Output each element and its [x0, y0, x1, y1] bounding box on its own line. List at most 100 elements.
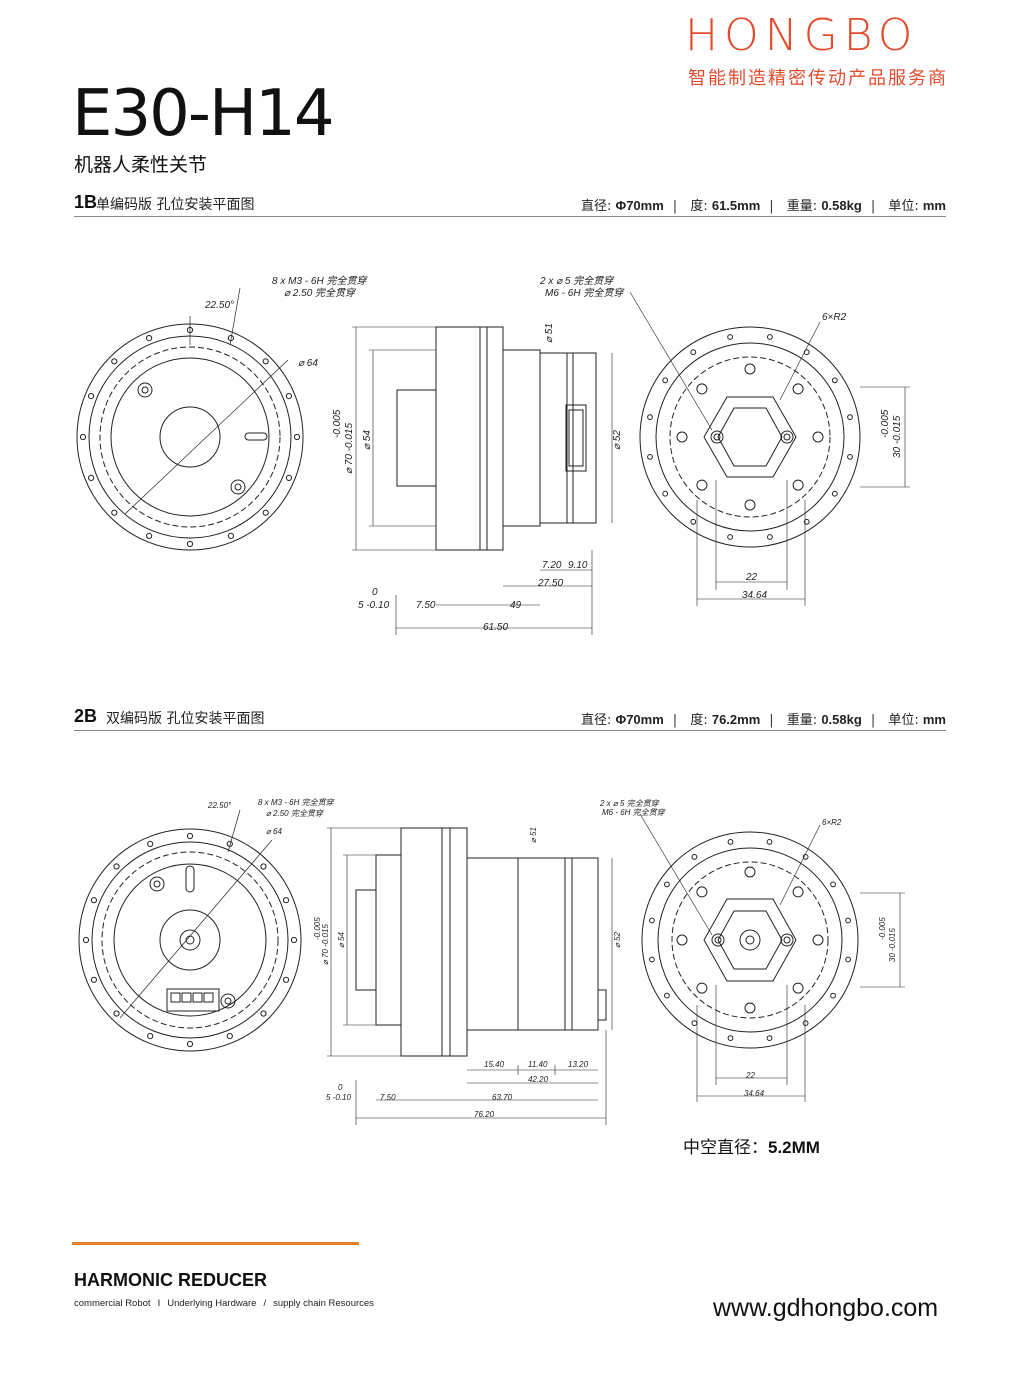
bolt-hole — [767, 334, 773, 340]
section2-drawing: 8 x M3 - 6H 完全贯穿 ⌀ 2.50 完全贯穿 22.50° ⌀ 64… — [78, 798, 905, 1125]
bolt-hole — [227, 532, 234, 539]
s2-dim-5: 5 -0.10 — [326, 1093, 351, 1102]
mount-hole — [676, 431, 688, 443]
bolt-hole — [662, 490, 669, 497]
section1-title: 单编码版 孔位安装平面图 — [96, 197, 255, 213]
bolt-hole — [803, 349, 810, 356]
s2-radius: 6×R2 — [822, 818, 842, 827]
s1-dim-22: 22 — [745, 572, 758, 583]
s2-dim-30-tol: -0.005 — [878, 917, 887, 940]
s1-radius: 6×R2 — [822, 312, 847, 323]
website-link[interactable]: www.gdhongbo.com — [713, 1294, 939, 1322]
bolt-hole — [830, 881, 836, 888]
bolt-hole — [147, 1033, 154, 1040]
s2-angle: 22.50° — [207, 801, 232, 810]
bolt-hole — [802, 854, 809, 860]
section2-title: 双编码版 孔位安装平面图 — [106, 711, 265, 727]
spec-length-label: 度: — [690, 713, 708, 728]
s1-dia-70-tol: -0.005 — [332, 409, 343, 438]
s2-dim-4220: 42.20 — [528, 1075, 549, 1084]
s2-dia-70-tol: -0.005 — [313, 917, 322, 940]
s2-dim-6370: 63.70 — [492, 1093, 513, 1102]
bolt-hole — [691, 1020, 698, 1027]
bolt-hole — [226, 1033, 233, 1040]
s1-dim-910: 9.10 — [568, 560, 588, 571]
bolt-hole — [111, 358, 118, 365]
bolt-hole — [90, 976, 98, 983]
spec-diameter-label: 直径: — [581, 713, 612, 728]
s1-dim-5: 5 -0.10 — [358, 600, 390, 611]
bolt-hole — [262, 358, 269, 365]
bolt-hole — [146, 532, 153, 539]
s1-dia-54: ⌀ 54 — [362, 430, 373, 450]
footer-tag: commercial Robot — [74, 1298, 151, 1309]
s1-back-view — [629, 291, 910, 606]
mount-hole — [696, 982, 708, 994]
bolt-hole — [90, 897, 98, 904]
bolt-hole — [664, 992, 670, 999]
spec-unit-label: 单位: — [888, 713, 919, 728]
s1-note-holes-2: ⌀ 2.50 完全贯穿 — [284, 287, 357, 299]
footer-tag: supply chain Resources — [273, 1298, 374, 1309]
s2-front-view — [78, 809, 302, 1052]
spec-weight-label: 重量: — [786, 713, 818, 728]
s1-dim-30-tol: -0.005 — [880, 409, 891, 438]
section1-drawing: 8 x M3 - 6H 完全贯穿 ⌀ 2.50 完全贯穿 22.50° ⌀ 64… — [76, 275, 910, 635]
bolt-hole — [847, 414, 853, 421]
bolt-hole — [262, 509, 269, 516]
s1-dia-51: ⌀ 51 — [544, 323, 555, 343]
brand-tagline: 智能制造精密传动产品服务商 — [688, 68, 948, 89]
s1-dim-3464: 34.64 — [742, 590, 767, 601]
bolt-hole — [88, 474, 95, 481]
bolt-hole — [186, 1040, 194, 1048]
mount-hole — [744, 866, 756, 878]
section1-specs: 直径: Φ70mm| 度: 61.5mm| 重量: 0.58kg| 单位: mm — [581, 198, 946, 214]
bolt-hole — [260, 863, 267, 870]
bolt-hole — [647, 414, 653, 421]
section2-specs: 直径: Φ70mm| 度: 76.2mm| 重量: 0.58kg| 单位: mm — [581, 712, 946, 728]
bolt-hole — [664, 881, 670, 888]
footer-tag: Underlying Hardware — [167, 1298, 257, 1309]
bolt-hole — [283, 897, 290, 904]
spec-diameter-label: 直径: — [581, 199, 612, 214]
bolt-hole — [766, 839, 773, 845]
section2-number: 2B — [74, 706, 98, 726]
s1-dim-49: 49 — [510, 600, 522, 611]
spec-weight-value: 0.58kg — [821, 198, 862, 213]
s2-note-holes-2: ⌀ 2.50 完全贯穿 — [266, 809, 324, 818]
bolt-hole — [690, 518, 697, 525]
bolt-hole — [186, 540, 194, 548]
brand-logo: HONGBO — [685, 10, 919, 61]
mount-hole — [696, 886, 708, 898]
bolt-hole — [113, 1010, 120, 1017]
bolt-hole — [847, 454, 853, 460]
hollow-diameter: 中空直径：5.2MM — [683, 1133, 820, 1158]
bolt-hole — [727, 1035, 734, 1042]
spec-unit-value: mm — [922, 712, 946, 727]
s2-dim-22: 22 — [745, 1071, 755, 1080]
spec-weight-value: 0.58kg — [821, 712, 862, 727]
spec-length-value: 61.5mm — [711, 198, 761, 213]
s1-note-side-2: M6 - 6H 完全贯穿 — [545, 287, 625, 299]
bolt-hole — [283, 976, 290, 983]
mount-hole — [676, 934, 688, 946]
bolt-hole — [147, 840, 154, 848]
spec-unit-value: mm — [922, 198, 946, 213]
mount-hole — [792, 479, 804, 491]
s2-dia-64: ⌀ 64 — [266, 827, 282, 836]
spec-weight-label: 重量: — [786, 199, 818, 214]
bolt-hole — [727, 839, 734, 845]
mount-hole — [744, 499, 756, 511]
bolt-hole — [285, 393, 292, 400]
s2-dim-0: 0 — [338, 1083, 343, 1092]
bolt-hole — [186, 832, 194, 840]
mount-hole — [792, 383, 804, 395]
s1-dim-750: 7.50 — [416, 600, 436, 611]
bolt-hole — [113, 863, 120, 870]
product-model: E30-H14 — [72, 77, 335, 151]
bolt-hole — [690, 349, 697, 356]
bolt-hole — [647, 454, 653, 460]
s1-dim-0: 0 — [372, 587, 378, 598]
section1-header: 1B 单编码版 孔位安装平面图 直径: Φ70mm| 度: 61.5mm| 重量… — [74, 192, 946, 217]
